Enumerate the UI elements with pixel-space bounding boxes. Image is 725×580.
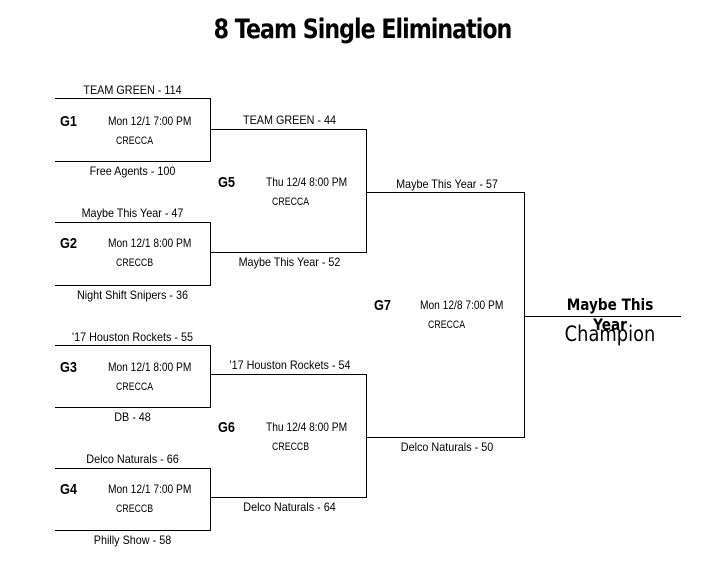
g1-connector — [210, 98, 211, 162]
g7-bottom-team: Delco Naturals - 50 — [400, 440, 494, 454]
g4-game-id: G4 — [60, 481, 78, 498]
g5-venue: CRECCA — [272, 196, 310, 208]
g5-datetime: Thu 12/4 8:00 PM — [266, 175, 348, 189]
g3-top-line — [55, 345, 211, 346]
g2-venue: CRECCB — [116, 257, 154, 269]
champion-line — [524, 316, 681, 317]
g5-top-line — [210, 129, 367, 130]
g5-connector — [366, 129, 367, 253]
g7-top-team: Maybe This Year - 57 — [396, 177, 498, 191]
g4-venue: CRECCB — [116, 503, 154, 515]
g6-datetime: Thu 12/4 8:00 PM — [266, 420, 348, 434]
g6-bottom-team: Delco Naturals - 64 — [243, 500, 336, 514]
champion-name: Maybe This Year — [566, 295, 654, 334]
g1-datetime: Mon 12/1 7:00 PM — [108, 114, 192, 128]
g5-bottom-team: Maybe This Year - 52 — [238, 255, 341, 269]
g7-venue: CRECCA — [428, 319, 466, 331]
g2-game-id: G2 — [60, 235, 78, 252]
g5-bottom-line — [210, 252, 367, 253]
g6-game-id: G6 — [218, 419, 236, 436]
g7-game-id: G7 — [374, 297, 392, 314]
g4-connector — [210, 468, 211, 531]
g6-bottom-line — [210, 497, 367, 498]
g4-bottom-line — [55, 530, 211, 531]
g3-datetime: Mon 12/1 8:00 PM — [108, 360, 192, 374]
g6-venue: CRECCB — [272, 441, 310, 453]
g7-connector — [524, 192, 525, 438]
g2-top-line — [55, 222, 211, 223]
g1-top-line — [55, 98, 211, 99]
g1-bottom-line — [55, 161, 211, 162]
g2-bottom-line — [55, 285, 211, 286]
g1-bottom-team: Free Agents - 100 — [89, 164, 176, 178]
g2-datetime: Mon 12/1 8:00 PM — [108, 236, 192, 250]
g1-venue: CRECCA — [116, 135, 154, 147]
g4-bottom-team: Philly Show - 58 — [93, 533, 172, 547]
g6-connector — [366, 374, 367, 498]
g5-top-team: TEAM GREEN - 44 — [242, 113, 337, 127]
g3-bottom-team: DB - 48 — [114, 410, 151, 424]
g3-game-id: G3 — [60, 359, 78, 376]
g3-connector — [210, 345, 211, 408]
g2-top-team: Maybe This Year - 47 — [81, 206, 184, 220]
g6-top-line — [210, 374, 367, 375]
g4-top-line — [55, 468, 211, 469]
g3-top-team: '17 Houston Rockets - 55 — [72, 330, 193, 344]
g1-game-id: G1 — [60, 113, 78, 130]
g7-bottom-line — [366, 437, 525, 438]
g1-top-team: TEAM GREEN - 114 — [83, 83, 182, 97]
g2-bottom-team: Night Shift Snipers - 36 — [76, 288, 189, 302]
bracket-title: 8 Team Single Elimination — [213, 14, 513, 45]
g4-datetime: Mon 12/1 7:00 PM — [108, 482, 192, 496]
g3-bottom-line — [55, 407, 211, 408]
g7-top-line — [366, 192, 525, 193]
g6-top-team: '17 Houston Rockets - 54 — [229, 358, 351, 372]
g2-connector — [210, 222, 211, 286]
champion-label: Champion — [564, 322, 656, 346]
g7-datetime: Mon 12/8 7:00 PM — [420, 298, 504, 312]
g5-game-id: G5 — [218, 174, 236, 191]
g3-venue: CRECCA — [116, 381, 154, 393]
g4-top-team: Delco Naturals - 66 — [86, 452, 179, 466]
